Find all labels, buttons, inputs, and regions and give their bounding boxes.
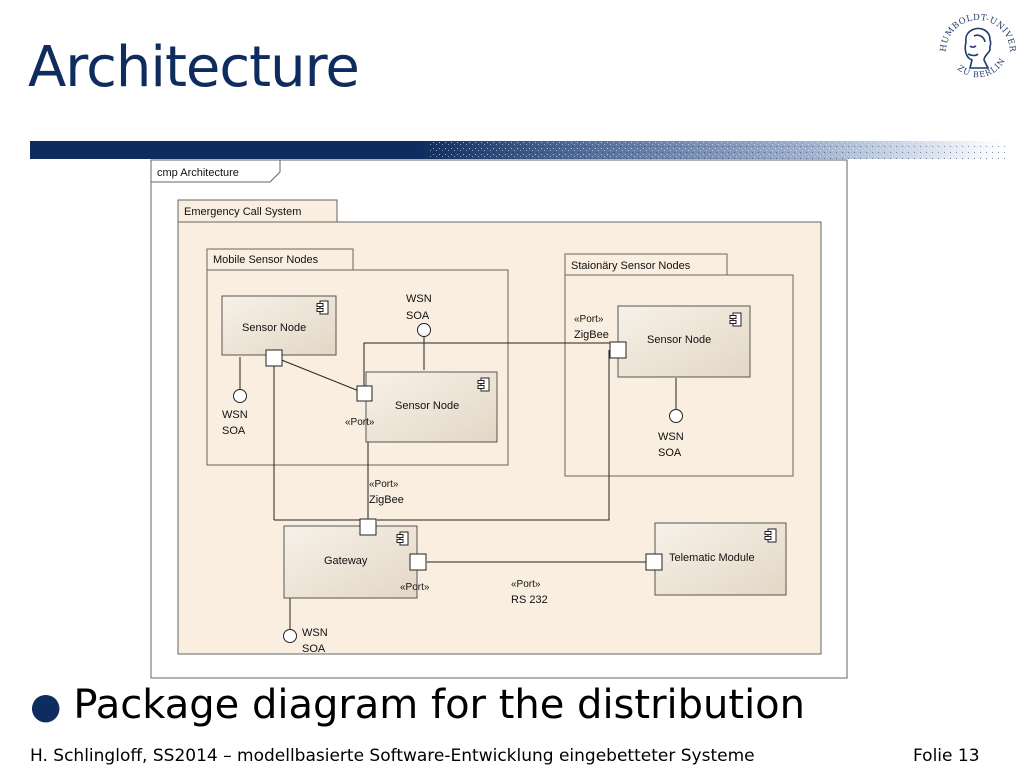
wsn-label-1: WSN [222, 409, 248, 421]
port-label-zigbee: «Port» [369, 479, 399, 490]
footer-author: H. Schlingloff, SS2014 – modellbasierte … [30, 746, 755, 766]
port-telematic [645, 553, 663, 571]
interface-sensor-node-2 [417, 323, 431, 337]
port-label-sensor-node-2: «Port» [345, 417, 375, 428]
mobile-package-label: Mobile Sensor Nodes [213, 254, 319, 266]
sensor-node-3 [617, 305, 751, 378]
frame-tab [150, 159, 281, 183]
port-label-sensor-node-3: «Port» [574, 314, 604, 325]
stationary-package-label: Staionäry Sensor Nodes [571, 260, 691, 272]
wsn-label-gateway: WSN [302, 627, 328, 639]
sensor-node-1-label: Sensor Node [242, 322, 306, 334]
soa-label-2: SOA [406, 310, 430, 322]
soa-label-1: SOA [222, 425, 246, 437]
port-label-gateway: «Port» [400, 582, 430, 593]
telematic-module [654, 522, 787, 596]
bullet-item: ● Package diagram for the distribution [30, 682, 805, 728]
sensor-node-3-label: Sensor Node [647, 334, 711, 346]
port-gateway-zigbee [359, 518, 377, 536]
port-label-rs232: «Port» [511, 579, 541, 590]
slide-title: Architecture [28, 35, 360, 100]
footer-page-number: Folie 13 [913, 746, 980, 766]
bullet-dot-icon: ● [30, 686, 62, 727]
soa-label-gateway: SOA [302, 643, 326, 655]
gateway-label: Gateway [324, 555, 368, 567]
port-sensor-node-1 [265, 349, 283, 367]
telematic-label: Telematic Module [669, 552, 755, 564]
port-sensor-node-3 [609, 341, 627, 359]
zigbee-label-gateway: ZigBee [369, 494, 404, 506]
port-gateway-rs232 [409, 553, 427, 571]
portrait-icon [964, 27, 992, 69]
system-package-label: Emergency Call System [184, 206, 301, 218]
wsn-label-2: WSN [406, 293, 432, 305]
interface-sensor-node-1 [233, 389, 247, 403]
title-bar [30, 141, 1005, 159]
soa-label-3: SOA [658, 447, 682, 459]
rs232-label: RS 232 [511, 594, 548, 606]
interface-gateway [283, 629, 297, 643]
sensor-node-2 [365, 371, 498, 443]
sensor-node-2-label: Sensor Node [395, 400, 459, 412]
connectors [239, 330, 677, 629]
zigbee-label-sensor-node-3: ZigBee [574, 329, 609, 341]
gateway-component [283, 525, 418, 599]
bullet-text: Package diagram for the distribution [73, 682, 806, 728]
frame-label: cmp Architecture [157, 167, 239, 179]
wsn-label-3: WSN [658, 431, 684, 443]
port-sensor-node-2 [356, 385, 373, 402]
interface-sensor-node-3 [669, 409, 683, 423]
university-logo: HUMBOLDT-UNIVERSITÄT ZU BERLIN [932, 2, 1017, 79]
